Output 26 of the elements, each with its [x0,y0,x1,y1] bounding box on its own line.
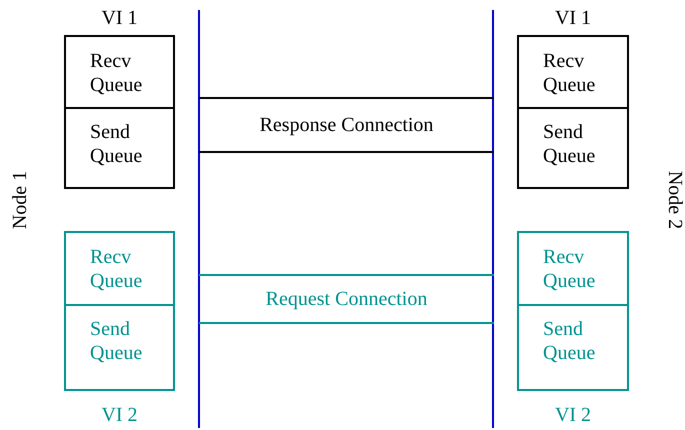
vi-heading: VI 2 [100,403,139,427]
queue-box [517,231,629,306]
queue-label: Recv Queue [543,245,596,293]
vi-heading: VI 1 [100,6,139,30]
queue-box [64,305,175,391]
queue-label: Recv Queue [90,245,144,293]
connection-band [199,97,494,153]
queue-label: Send Queue [90,317,144,365]
queue-label: Send Queue [90,120,144,168]
node-label: Node 1 [8,170,32,230]
queue-box [64,35,175,109]
queue-label: Recv Queue [90,49,144,97]
queue-box [517,305,629,391]
queue-box [517,35,629,109]
connection-label: Request Connection [264,287,428,311]
queue-box [517,108,629,189]
vi-heading: VI 2 [554,403,592,427]
connection-band [199,274,494,324]
queue-box [64,108,175,189]
queue-label: Send Queue [543,120,596,168]
connection-label: Response Connection [258,113,434,137]
queue-box [64,231,175,306]
queue-label: Recv Queue [543,49,596,97]
node-label: Node 2 [663,170,685,230]
queue-label: Send Queue [543,317,596,365]
vi-heading: VI 1 [554,6,592,30]
